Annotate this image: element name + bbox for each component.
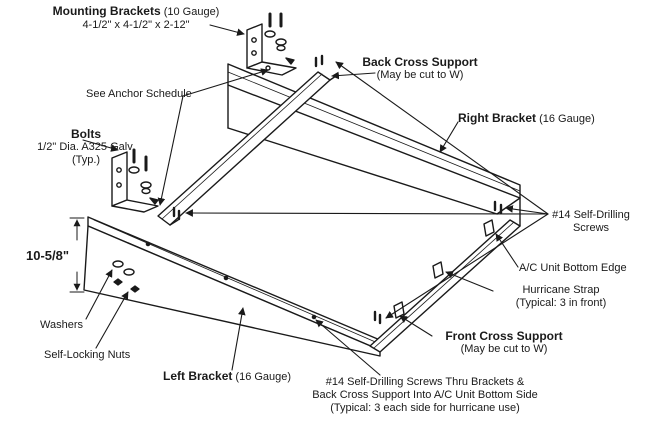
hurricane-strap-title: Hurricane Strap: [522, 284, 600, 296]
right-bracket: [227, 63, 521, 215]
right-bracket-gauge: (16 Gauge): [539, 113, 595, 125]
screws-note-line1: #14 Self-Drilling Screws Thru Brackets &: [325, 376, 525, 388]
height-dimension-line: [69, 217, 85, 293]
right-bracket-label: Right Bracket (16 Gauge): [458, 112, 595, 126]
ac-unit-bottom-edge-label: A/C Unit Bottom Edge: [519, 262, 627, 274]
mounting-brackets-title: Mounting Brackets: [52, 4, 161, 18]
back-cross-support: [157, 71, 337, 226]
leader-lines: [82, 24, 549, 376]
bolts-title: Bolts: [71, 127, 101, 141]
back-cross-support-label: Back Cross Support (May be cut to W): [355, 56, 485, 82]
back-cross-support-note: (May be cut to W): [376, 69, 464, 81]
screws-note-label: #14 Self-Drilling Screws Thru Brackets &…: [300, 376, 550, 415]
self-drilling-screws: [172, 54, 503, 325]
mounting-brackets-dims: 4-1/2" x 4-1/2" x 2-12": [82, 19, 190, 31]
front-cross-support-label: Front Cross Support (May be cut to W): [434, 330, 574, 356]
hurricane-strap-label: Hurricane Strap (Typical: 3 in front): [496, 284, 626, 310]
height-dimension-label: 10-5/8": [26, 248, 70, 263]
front-cross-support-title: Front Cross Support: [445, 329, 563, 343]
left-bracket-title: Left Bracket: [163, 369, 233, 383]
front-cross-support-note: (May be cut to W): [460, 343, 548, 355]
mounting-bracket-left: [111, 148, 159, 213]
left-bracket-label: Left Bracket (16 Gauge): [163, 370, 291, 384]
screws-note-line2: Back Cross Support Into A/C Unit Bottom …: [312, 389, 538, 401]
right-bracket-title: Right Bracket: [458, 111, 537, 125]
see-anchor-schedule-label: See Anchor Schedule: [86, 88, 192, 100]
mounting-bracket-top: [246, 12, 297, 76]
left-bracket: [83, 216, 381, 357]
washers-label: Washers: [40, 319, 83, 331]
self-locking-nuts-label: Self-Locking Nuts: [44, 349, 131, 361]
left-bracket-gauge: (16 Gauge): [235, 371, 292, 383]
bolts-spec: 1/2" Dia. A325 Galv.: [37, 141, 135, 153]
mounting-brackets-label: Mounting Brackets (10 Gauge) 4-1/2" x 4-…: [36, 5, 236, 32]
bolts-typ: (Typ.): [71, 154, 101, 166]
bolts-label: Bolts 1/2" Dia. A325 Galv. (Typ.): [26, 128, 146, 167]
self-drilling-screws-label: #14 Self-Drilling Screws: [536, 209, 646, 235]
washers-and-nuts: [112, 260, 140, 293]
screws-note-line3: (Typical: 3 each side for hurricane use): [330, 402, 520, 414]
hurricane-strap-note: (Typical: 3 in front): [515, 297, 607, 309]
self-drilling-screws-line1: #14 Self-Drilling: [552, 209, 630, 221]
back-cross-support-title: Back Cross Support: [362, 55, 478, 69]
mounting-brackets-gauge: (10 Gauge): [163, 6, 220, 18]
self-drilling-screws-line2: Screws: [572, 222, 610, 234]
